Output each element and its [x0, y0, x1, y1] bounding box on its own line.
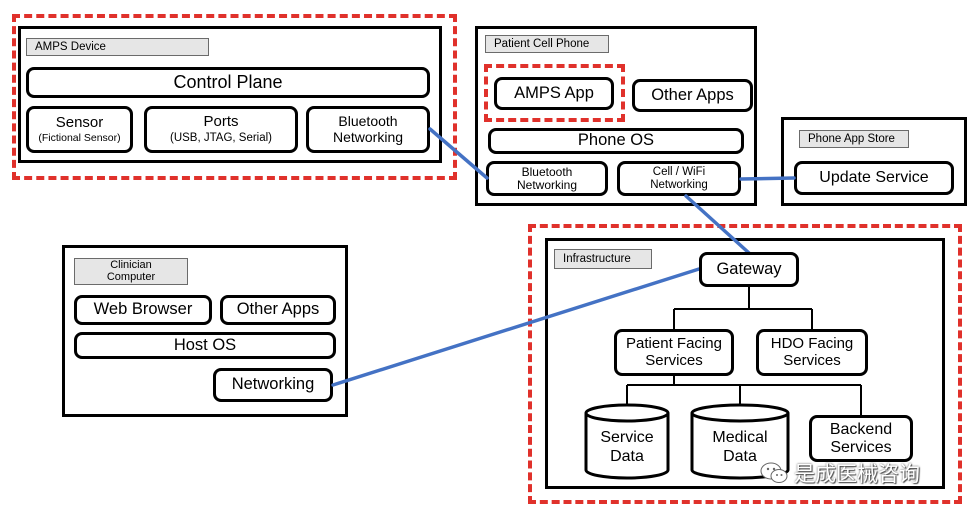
sensor-sublabel: (Fictional Sensor) — [38, 131, 121, 144]
phone-to-app-store-link — [739, 176, 796, 181]
clinician-other-apps-node: Other Apps — [220, 295, 336, 325]
amps-device-title: AMPS Device — [26, 38, 209, 56]
medical-data-line1: Medical — [712, 428, 768, 446]
device-bluetooth-line1: Bluetooth — [338, 113, 398, 130]
clinician-title-line1: Clinician — [110, 258, 152, 271]
clinician-networking-label: Networking — [231, 375, 315, 394]
wechat-icon — [760, 462, 788, 483]
medical-data-label: Medical Data — [692, 422, 788, 472]
web-browser-node: Web Browser — [74, 295, 212, 325]
phone-to-gateway-link — [684, 194, 751, 255]
backend-line1: Backend — [829, 421, 893, 439]
cell-wifi-line2: Networking — [650, 178, 708, 191]
patient-phone-title: Patient Cell Phone — [485, 35, 609, 53]
phone-other-apps-label: Other Apps — [651, 85, 734, 104]
update-service-label: Update Service — [819, 169, 929, 187]
sensor-label: Sensor — [55, 113, 104, 131]
amps-app-label: AMPS App — [514, 83, 594, 102]
clinician-other-apps-label: Other Apps — [236, 300, 320, 319]
phone-bluetooth-node: Bluetooth Networking — [486, 161, 608, 196]
hdo-facing-line2: Services — [783, 351, 841, 369]
medical-data-line2: Data — [723, 448, 757, 465]
cell-wifi-line1: Cell / WiFi — [652, 166, 706, 179]
control-plane-label: Control Plane — [173, 71, 283, 92]
phone-os-label: Phone OS — [577, 131, 655, 150]
clinician-title: Clinician Computer — [74, 258, 188, 285]
gateway-node: Gateway — [699, 252, 799, 287]
patient-facing-line2: Services — [645, 351, 703, 369]
sensor-node: Sensor (Fictional Sensor) — [26, 106, 133, 153]
hdo-facing-services-node: HDO Facing Services — [756, 329, 868, 376]
phone-other-apps-node: Other Apps — [632, 79, 753, 112]
patient-facing-line1: Patient Facing — [626, 335, 722, 353]
device-to-phone-bluetooth-link — [428, 127, 489, 180]
service-data-cylinder — [584, 403, 670, 480]
phone-bluetooth-line1: Bluetooth — [521, 164, 573, 179]
ports-label: Ports — [203, 113, 239, 131]
watermark: 是成医械咨询 — [760, 458, 960, 488]
amps-app-trust-boundary — [484, 64, 625, 122]
infrastructure-trust-boundary — [528, 224, 962, 504]
cell-wifi-node: Cell / WiFi Networking — [617, 161, 741, 196]
amps-app-node: AMPS App — [494, 77, 614, 110]
app-store-title: Phone App Store — [799, 130, 909, 148]
backend-services-node: Backend Services — [809, 415, 913, 462]
amps-device-trust-boundary — [12, 14, 457, 180]
gateway-label: Gateway — [716, 259, 782, 278]
clinician-to-gateway-link — [331, 267, 701, 387]
hdo-facing-line1: HDO Facing — [770, 335, 854, 353]
clinician-networking-node: Networking — [213, 368, 333, 402]
service-data-label: Service Data — [586, 422, 668, 472]
phone-os-node: Phone OS — [488, 128, 744, 154]
service-data-line2: Data — [610, 448, 644, 465]
device-bluetooth-line2: Networking — [332, 128, 404, 145]
watermark-text: 是成医械咨询 — [794, 463, 920, 486]
ports-node: Ports (USB, JTAG, Serial) — [144, 106, 298, 153]
ports-sublabel: (USB, JTAG, Serial) — [169, 132, 273, 145]
patient-facing-services-node: Patient Facing Services — [614, 329, 734, 376]
backend-line2: Services — [830, 438, 892, 456]
web-browser-label: Web Browser — [93, 300, 193, 319]
clinician-title-line2: Computer — [106, 270, 156, 283]
host-os-node: Host OS — [74, 332, 336, 359]
infrastructure-title: Infrastructure — [554, 249, 652, 269]
host-os-label: Host OS — [173, 335, 237, 354]
phone-bluetooth-line2: Networking — [516, 177, 578, 192]
service-data-line1: Service — [600, 428, 654, 446]
device-bluetooth-node: Bluetooth Networking — [306, 106, 430, 153]
control-plane-node: Control Plane — [26, 67, 430, 98]
